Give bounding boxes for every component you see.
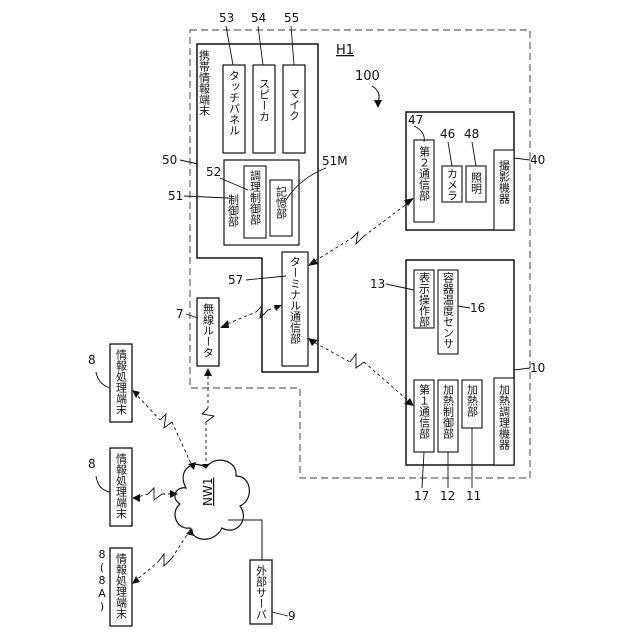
router-label: 無線ルータ: [202, 302, 215, 358]
comm1-label: 第１通信部: [418, 383, 431, 439]
comm2-label: 第２通信部: [418, 145, 431, 201]
control-ref: 51: [168, 189, 183, 203]
boundary-ref-arrow: [372, 86, 379, 102]
link-t2-arrowhead: [132, 494, 140, 502]
camera-device-name: 撮影機器: [498, 159, 511, 205]
camera-ref: 46: [440, 127, 455, 141]
speaker-ref: 54: [251, 11, 266, 25]
cook-ctrl-label: 調理制御部: [249, 169, 262, 225]
comm1-ref: 17: [414, 489, 429, 503]
temp-sensor-ref: 16: [470, 301, 485, 315]
display-op-ref: 13: [370, 277, 385, 291]
comm2-ref: 47: [408, 113, 423, 127]
display-op-label: 表示操作部: [418, 271, 431, 327]
link-network-terminal-3: [134, 530, 190, 582]
network-label: NW1: [201, 478, 215, 506]
heater-ref: 11: [466, 489, 481, 503]
heating-device-ref: 10: [530, 361, 545, 375]
terminal-2-leader: [96, 476, 110, 492]
terminal-1-leader: [96, 372, 110, 388]
server-ref: 9: [288, 609, 296, 623]
terminal-1-label: 情報処理端末: [115, 349, 128, 416]
link-router-network: [202, 370, 214, 468]
light-ref: 48: [464, 127, 479, 141]
link-terminal-heating: [310, 340, 412, 404]
smartphone-name: 携帯情報端末: [198, 49, 211, 117]
link-router-net-arrowhead: [204, 368, 212, 376]
link-router-arrowhead: [220, 320, 229, 328]
light-label: 照明: [470, 172, 483, 195]
router-ref: 7: [176, 307, 184, 321]
heater-label: 加熱部: [466, 384, 479, 417]
terminal-2-ref: 8: [88, 457, 96, 471]
heating-device-leader: [514, 368, 530, 370]
camera-device-ref: 40: [530, 153, 545, 167]
camera-device-leader: [514, 158, 530, 160]
touch-panel-label: タッチパネル: [228, 70, 241, 136]
camera-label: カメラ: [446, 168, 459, 201]
terminal-2-label: 情報処理端末: [115, 453, 128, 520]
terminal-3-ref: 8(8A): [96, 548, 109, 613]
mic-ref: 55: [284, 11, 299, 25]
cook-ctrl-ref: 52: [206, 165, 221, 179]
control-label: 制御部: [227, 194, 240, 227]
terminal-3-label: 情報処理端末: [115, 553, 128, 620]
heat-ctrl-label: 加熱制御部: [442, 384, 455, 439]
temp-sensor-label: 容器温度センサ: [442, 271, 455, 349]
link-terminal-camera: [310, 200, 412, 264]
heat-ctrl-ref: 12: [440, 489, 455, 503]
server-label: 外部サーバ: [255, 565, 268, 620]
smartphone-leader: [180, 160, 198, 164]
terminal-comm-ref: 57: [228, 273, 243, 287]
terminal-comm-label: ターミナル通信部: [289, 256, 302, 344]
link-network-terminal-2: [134, 488, 176, 500]
terminal-1-ref: 8: [88, 353, 96, 367]
memory-ref: 51M: [322, 154, 348, 168]
touch-panel-ref: 53: [219, 11, 234, 25]
boundary-ref: 100: [355, 69, 380, 84]
speaker-label: スピーカ: [258, 78, 271, 122]
server-leader: [272, 612, 288, 616]
link-network-terminal-1: [134, 392, 192, 466]
heating-device-name: 加熱調理機器: [498, 384, 511, 451]
router-leader: [186, 314, 198, 318]
boundary-ref-arrowhead: [374, 100, 382, 108]
memory-label: 記憶部: [275, 185, 288, 219]
mic-label: マイク: [288, 88, 301, 121]
boundary-label: H1: [336, 43, 354, 58]
link-t3-arrowhead: [132, 576, 140, 584]
smartphone-ref: 50: [162, 153, 177, 167]
